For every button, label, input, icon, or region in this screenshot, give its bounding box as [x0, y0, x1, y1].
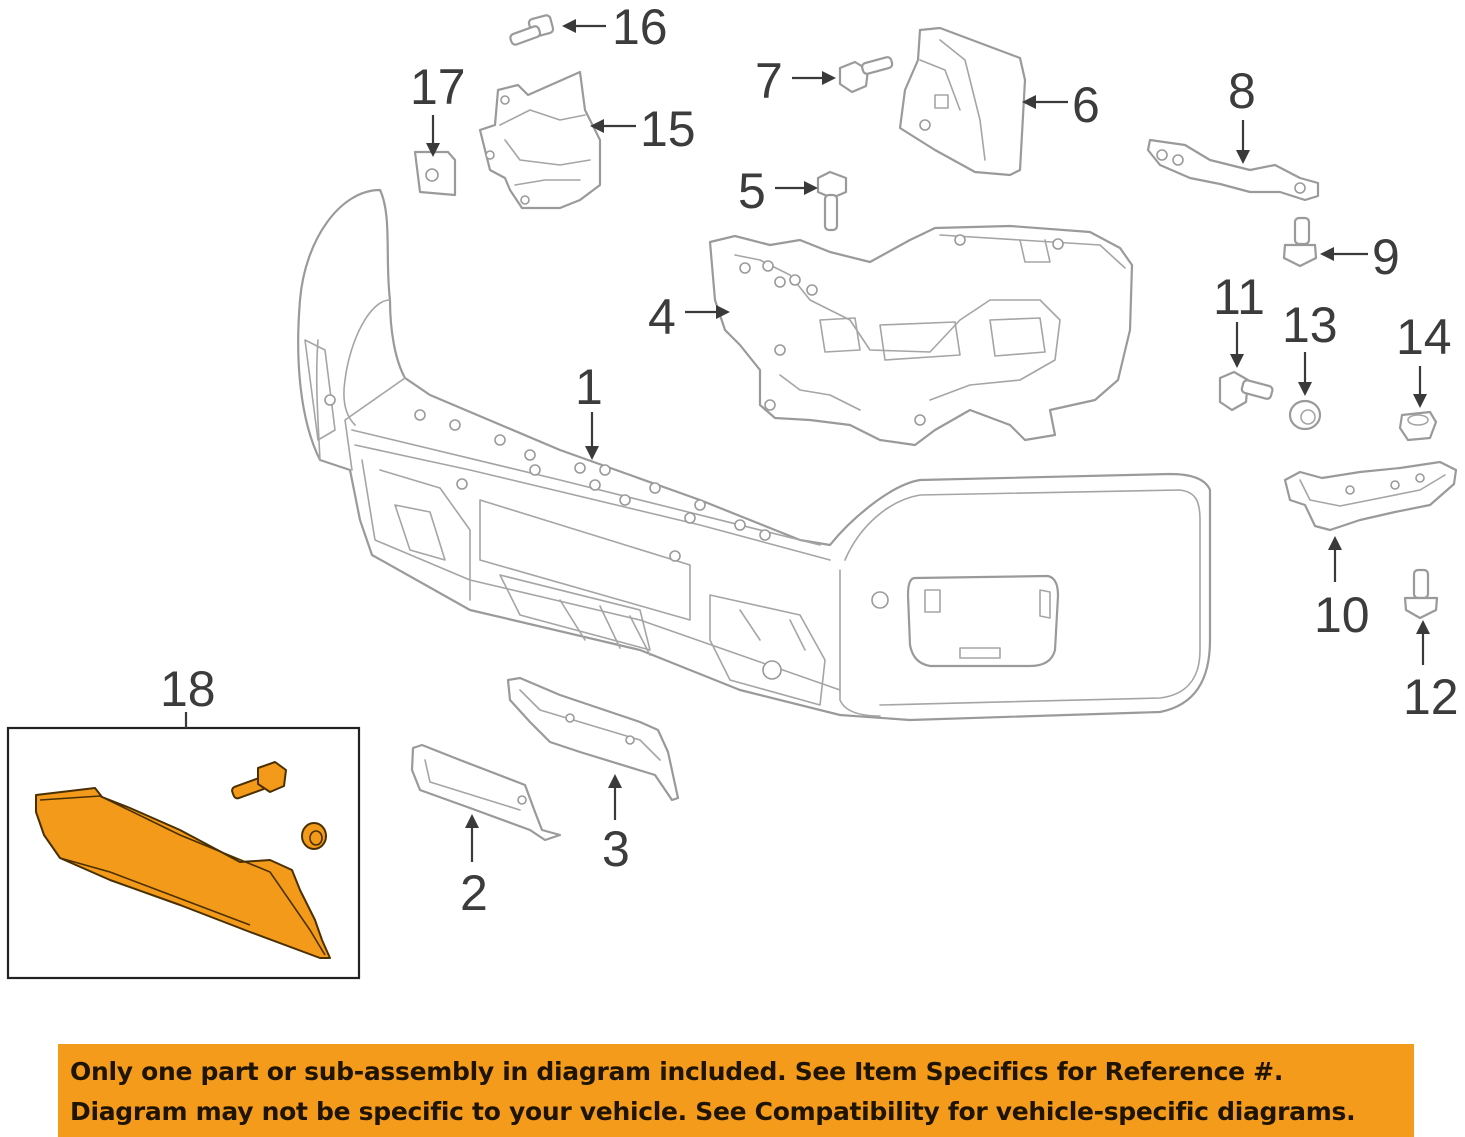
part-4-bracket	[708, 224, 1134, 447]
part-12-bolt	[1403, 568, 1439, 620]
callout-numbers: 1 2 3 4 5 6 7 8 9 10 11 12 13 14 15 16 1…	[160, 0, 1459, 921]
callout-5: 5	[738, 163, 766, 219]
callout-3: 3	[602, 821, 630, 877]
part-7-bolt	[838, 56, 894, 94]
inset-part-18	[6, 726, 361, 980]
part-15-bracket	[478, 70, 602, 210]
callout-6: 6	[1072, 77, 1100, 133]
callout-7: 7	[755, 53, 783, 109]
part-6-bracket	[898, 26, 1027, 177]
callout-9: 9	[1372, 229, 1400, 285]
callout-12: 12	[1403, 669, 1459, 725]
part-2-shield	[410, 743, 562, 842]
part-5-bolt	[816, 170, 848, 232]
disclaimer-banner: Only one part or sub-assembly in diagram…	[58, 1044, 1414, 1137]
part-13-nut	[1288, 399, 1322, 431]
part-10-bracket	[1283, 460, 1458, 532]
part-1-bumper	[297, 188, 1212, 722]
part-11-bolt	[1218, 370, 1274, 412]
disclaimer-line-1: Only one part or sub-assembly in diagram…	[70, 1057, 1284, 1086]
parts-diagram: 1 2 3 4 5 6 7 8 9 10 11 12 13 14 15 16 1…	[6, 0, 1459, 980]
part-14-nut	[1398, 410, 1438, 442]
callout-13: 13	[1282, 297, 1338, 353]
callout-8: 8	[1228, 63, 1256, 119]
callout-10: 10	[1314, 587, 1370, 643]
part-17-clip	[413, 150, 457, 197]
callout-14: 14	[1396, 309, 1452, 365]
part-3-shield	[506, 676, 680, 802]
callout-arrows	[184, 19, 1430, 862]
callout-18: 18	[160, 661, 216, 717]
callout-4: 4	[648, 289, 676, 345]
callout-16: 16	[612, 0, 668, 55]
callout-11: 11	[1213, 269, 1265, 325]
callout-17: 17	[410, 59, 466, 115]
part-8-strap	[1146, 138, 1320, 202]
part-9-bolt	[1282, 216, 1318, 268]
callout-2: 2	[460, 865, 488, 921]
part-16-bolt	[509, 14, 555, 46]
callout-1: 1	[575, 359, 603, 415]
disclaimer-line-2: Diagram may not be specific to your vehi…	[70, 1097, 1356, 1126]
callout-15: 15	[640, 101, 696, 157]
